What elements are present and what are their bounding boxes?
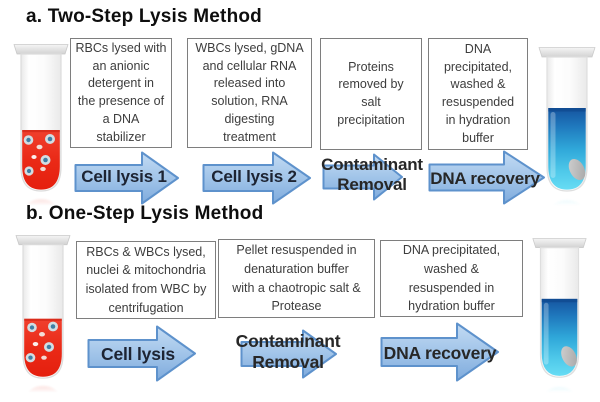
dna-solution-tube-icon [530, 237, 589, 382]
arrow-label-dna-recovery: DNA recovery [430, 168, 540, 188]
blood-sample-tube-icon [12, 43, 70, 195]
arrow-label-cell-lysis-1: Cell lysis 1 [81, 166, 167, 186]
arrow-label-contaminant-removal: Contaminant Removal [235, 331, 341, 372]
tube-reflection [530, 381, 589, 395]
right-arrow-icon [240, 329, 337, 379]
arrow-label-dna-recovery: DNA recovery [383, 342, 497, 363]
arrow-label-cell-lysis: Cell lysis [101, 343, 175, 364]
step-box-dna-recovery: DNA precipitated, washed & resuspended i… [428, 38, 528, 150]
right-arrow-icon [380, 322, 499, 382]
two-step-title: a. Two-Step Lysis Method [26, 6, 262, 27]
right-arrow-icon [87, 325, 196, 382]
dna-solution-tube-icon [536, 46, 598, 196]
arrow-label-contaminant-removal: Contaminant Removal [321, 154, 423, 194]
step-box-wbc-lysis: WBCs lysed, gDNA and cellular RNA releas… [187, 38, 312, 148]
blood-cells-icon [25, 321, 58, 363]
step-box-denaturation: Pellet resuspended in denaturation buffe… [218, 239, 375, 318]
blood-sample-tube-icon [14, 234, 72, 382]
step-box-dna-recovery: DNA precipitated, washed & resuspended i… [380, 240, 523, 317]
step-box-cell-lysis: RBCs & WBCs lysed, nuclei & mitochondria… [76, 241, 216, 319]
tube-reflection [536, 194, 598, 208]
blood-cells-icon [23, 134, 55, 176]
arrow-label-cell-lysis-2: Cell lysis 2 [211, 166, 297, 186]
one-step-title: b. One-Step Lysis Method [26, 203, 264, 224]
step-box-rbc-lysis: RBCs lysed with an anionic detergent in … [70, 38, 172, 148]
right-arrow-icon [202, 151, 311, 205]
pellet-icon [568, 158, 586, 181]
right-arrow-icon [74, 151, 179, 205]
pellet-icon [561, 346, 577, 367]
right-arrow-icon [428, 150, 545, 205]
tube-reflection [14, 381, 72, 395]
step-box-protein-removal: Proteins removed by salt precipitation [320, 38, 422, 150]
right-arrow-icon [322, 153, 403, 201]
